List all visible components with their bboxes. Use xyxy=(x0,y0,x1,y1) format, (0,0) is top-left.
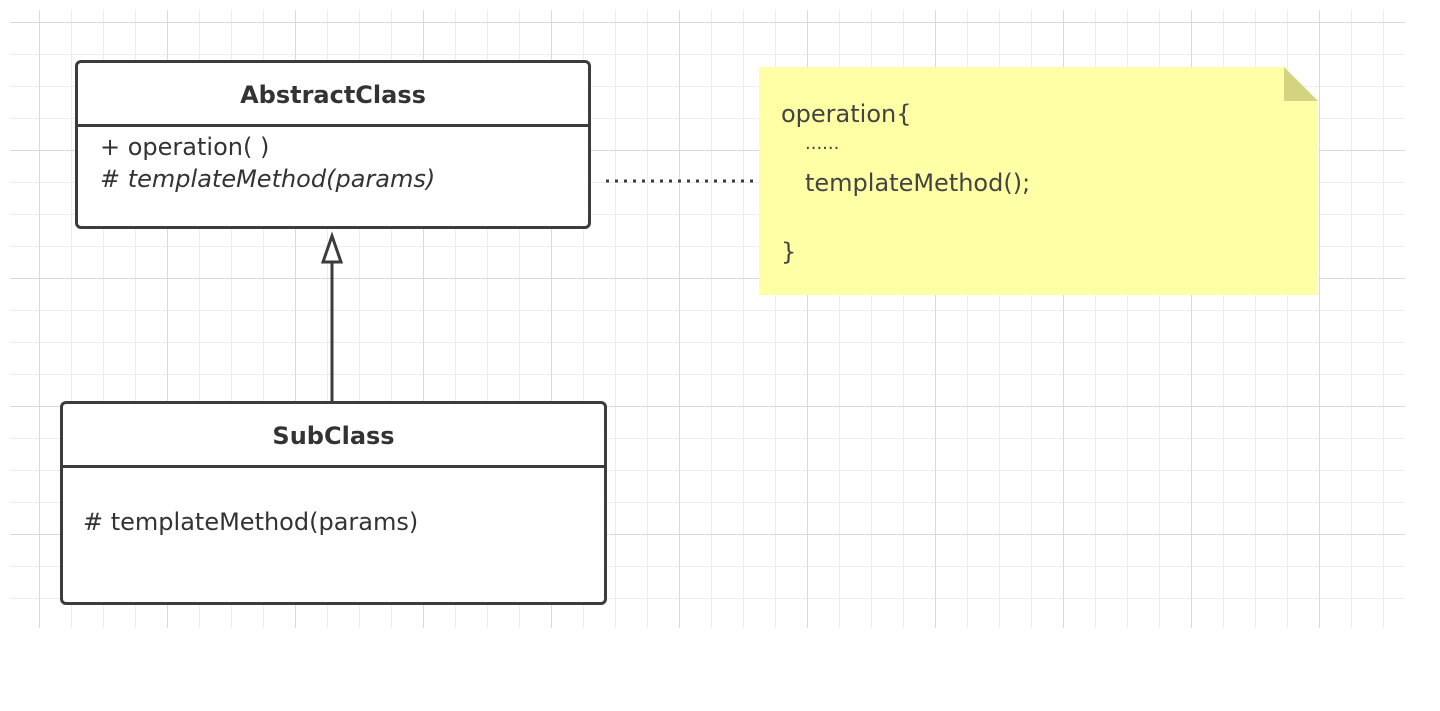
note-line-1: operation{ xyxy=(781,100,912,128)
abstract-class-members: + operation( ) # templateMethod(params) xyxy=(78,127,588,195)
member-visibility: + xyxy=(100,133,121,161)
note-line-2: ...... xyxy=(805,133,840,154)
abstract-class-member-template-method: # templateMethod(params) xyxy=(100,163,588,195)
member-visibility: # xyxy=(100,165,121,193)
note-line-4: } xyxy=(781,238,797,266)
note-line-3: templateMethod(); xyxy=(805,169,1031,197)
sub-class-box[interactable]: SubClass # templateMethod(params) xyxy=(60,401,607,605)
abstract-class-member-operation: + operation( ) xyxy=(100,131,588,163)
inheritance-arrowhead xyxy=(320,231,344,264)
note-body xyxy=(759,67,1318,295)
member-visibility: # xyxy=(83,508,104,536)
note-shape xyxy=(759,67,1318,295)
note-fold-corner xyxy=(1284,67,1318,101)
member-signature: templateMethod(params) xyxy=(127,165,436,193)
member-signature: operation( ) xyxy=(127,133,270,161)
abstract-class-box[interactable]: AbstractClass + operation( ) # templateM… xyxy=(75,60,591,229)
abstract-class-name: AbstractClass xyxy=(78,63,588,127)
sub-class-member-template-method: # templateMethod(params) xyxy=(83,506,604,538)
member-signature: templateMethod(params) xyxy=(110,508,419,536)
sub-class-name: SubClass xyxy=(63,404,604,468)
note-box[interactable]: operation{ ...... templateMethod(); } xyxy=(759,67,1318,295)
sub-class-members: # templateMethod(params) xyxy=(63,468,604,538)
